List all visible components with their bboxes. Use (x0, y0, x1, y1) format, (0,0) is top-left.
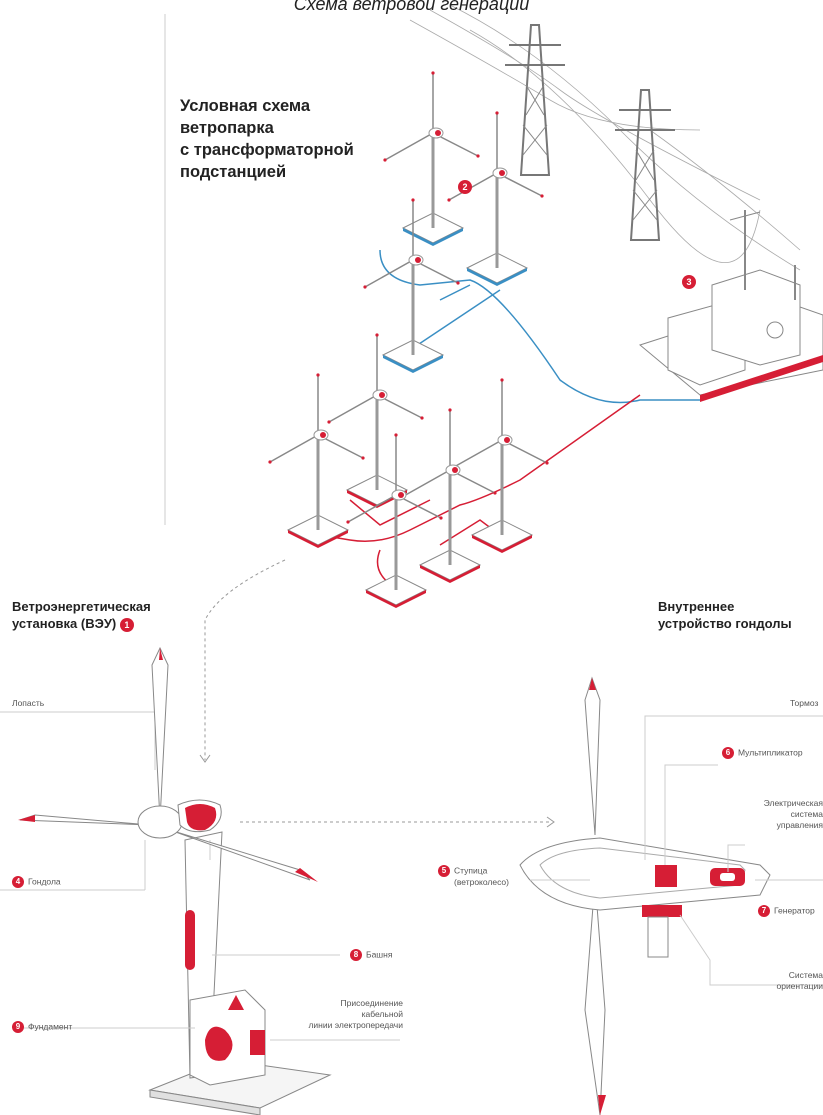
label-tower: 8 Башня (350, 949, 392, 961)
num-8: 8 (350, 949, 362, 961)
left-title-text: установка (ВЭУ) (12, 616, 117, 631)
label-cable-2: кабельной (361, 1009, 403, 1019)
title-line-3: с трансформаторной (180, 141, 354, 159)
diagram-title: Условная схема ветропарка с трансформато… (180, 95, 354, 183)
label-ctrl-2: система (790, 809, 823, 819)
num-7: 7 (758, 905, 770, 917)
label-yaw-1: Система (788, 970, 823, 980)
label-foundation: 9 Фундамент (12, 1021, 72, 1033)
title-line-4: подстанцией (180, 163, 287, 181)
marker-2: 2 (458, 180, 472, 194)
label-nacelle-text: Гондола (28, 876, 61, 887)
label-gearbox-text: Мультипликатор (738, 747, 803, 758)
label-nacelle: 4 Гондола (12, 876, 61, 888)
label-hub: 5 Ступица (ветроколесо) (438, 865, 509, 888)
label-brake: Тормоз (790, 698, 819, 708)
label-control-system: Электрическая система управления (730, 798, 823, 831)
label-ctrl-1: Электрическая (763, 798, 823, 808)
title-line-2: ветропарка (180, 119, 274, 137)
label-yaw-2: ориентации (776, 981, 823, 991)
marker-1: 1 (119, 617, 134, 632)
label-cable-1: Присоединение (340, 998, 404, 1008)
num-6: 6 (722, 747, 734, 759)
label-ctrl-3: управления (776, 820, 823, 830)
num-5: 5 (438, 865, 450, 877)
label-cable: Присоединение кабельной линии электропер… (280, 998, 403, 1031)
right-section-title: Внутреннее устройство гондолы (658, 598, 792, 632)
left-section-title: Ветроэнергетическая установка (ВЭУ) 1 (12, 598, 151, 632)
label-gearbox: 6 Мультипликатор (722, 747, 803, 759)
left-title-line-2: установка (ВЭУ) 1 (12, 615, 151, 632)
label-tower-text: Башня (366, 949, 393, 960)
marker-3: 3 (682, 275, 696, 289)
left-title-line-1: Ветроэнергетическая (12, 599, 151, 614)
num-9: 9 (12, 1021, 24, 1033)
label-generator: 7 Генератор (758, 905, 815, 917)
label-foundation-text: Фундамент (28, 1021, 73, 1032)
right-title-line-1: Внутреннее (658, 599, 735, 614)
label-hub-text: Ступица (454, 865, 488, 876)
header-caption: Схема ветровой генерации (293, 0, 530, 14)
label-generator-text: Генератор (774, 905, 815, 916)
label-hub-1: 5 Ступица (438, 865, 509, 877)
label-hub-2: (ветроколесо) (454, 877, 509, 887)
label-cable-3: линии электропередачи (308, 1020, 403, 1030)
label-blade: Лопасть (12, 698, 45, 708)
num-4: 4 (12, 876, 24, 888)
title-line-1: Условная схема (180, 97, 311, 115)
label-yaw-system: Система ориентации (740, 970, 823, 992)
right-title-line-2: устройство гондолы (658, 616, 792, 631)
